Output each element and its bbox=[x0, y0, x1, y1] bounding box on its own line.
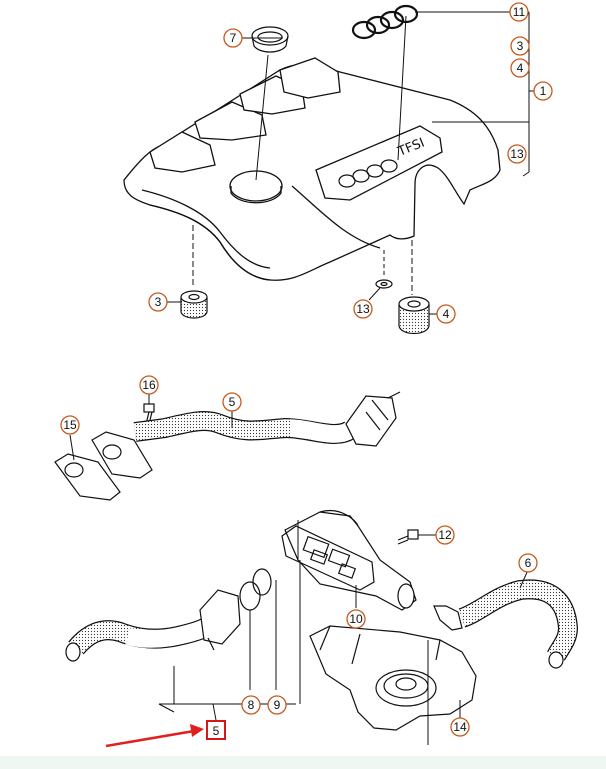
svg-text:13: 13 bbox=[510, 147, 524, 161]
svg-text:16: 16 bbox=[142, 378, 156, 392]
cover-emblem bbox=[338, 159, 398, 188]
svg-text:6: 6 bbox=[525, 556, 532, 570]
oil-cap-part bbox=[251, 26, 289, 53]
callout-10: 10 bbox=[346, 609, 366, 629]
svg-text:9: 9 bbox=[274, 698, 281, 712]
svg-text:4: 4 bbox=[517, 61, 524, 75]
svg-text:13: 13 bbox=[356, 302, 370, 316]
svg-text:8: 8 bbox=[248, 698, 255, 712]
callout-4-bottom: 4 bbox=[436, 304, 456, 324]
bolt-12-part bbox=[397, 529, 419, 545]
gasket-flange-part bbox=[54, 431, 153, 501]
svg-text:14: 14 bbox=[453, 720, 467, 734]
callout-16: 16 bbox=[139, 375, 159, 395]
svg-text:3: 3 bbox=[155, 295, 162, 309]
callout-6: 6 bbox=[518, 553, 538, 573]
svg-text:4: 4 bbox=[443, 307, 450, 321]
gasket-10-part bbox=[281, 525, 375, 591]
engine-cover bbox=[123, 57, 501, 281]
svg-text:12: 12 bbox=[438, 528, 452, 542]
svg-text:11: 11 bbox=[513, 5, 526, 19]
svg-text:3: 3 bbox=[517, 39, 524, 53]
callout-3-bottom: 3 bbox=[148, 292, 168, 312]
callout-13-top: 13 bbox=[507, 144, 527, 164]
vent-hose-top bbox=[133, 391, 401, 447]
breather-hose-lower bbox=[65, 589, 241, 662]
callout-4-top: 4 bbox=[510, 58, 530, 78]
callout-9: 9 bbox=[267, 695, 287, 715]
callout-15: 15 bbox=[60, 415, 80, 435]
hose-6-part bbox=[433, 579, 579, 669]
callout-7: 7 bbox=[223, 28, 243, 48]
callout-13-bottom: 13 bbox=[353, 299, 373, 319]
svg-text:7: 7 bbox=[230, 31, 237, 45]
oil-separator-part bbox=[309, 625, 477, 731]
callout-11: 11 bbox=[509, 2, 529, 22]
bottom-band bbox=[0, 756, 606, 769]
svg-text:10: 10 bbox=[349, 612, 363, 626]
callout-3-top: 3 bbox=[510, 36, 530, 56]
svg-text:5: 5 bbox=[213, 724, 220, 738]
emblem-rings-part bbox=[351, 4, 419, 40]
svg-text:15: 15 bbox=[63, 418, 77, 432]
grommet-right bbox=[398, 296, 430, 335]
callout-1: 1 bbox=[533, 81, 553, 101]
grommet-left bbox=[180, 290, 208, 319]
callout-5-highlighted: 5 bbox=[206, 720, 226, 740]
callout-14: 14 bbox=[450, 717, 470, 737]
valve-housing bbox=[284, 510, 417, 611]
washer-part bbox=[375, 279, 393, 289]
svg-text:5: 5 bbox=[229, 395, 236, 409]
o-rings bbox=[239, 568, 272, 611]
svg-text:1: 1 bbox=[540, 84, 547, 98]
callout-5-top: 5 bbox=[222, 392, 242, 412]
callout-12: 12 bbox=[435, 525, 455, 545]
pointer-arrow bbox=[105, 724, 204, 748]
callout-8: 8 bbox=[241, 695, 261, 715]
group-bracket bbox=[241, 11, 536, 177]
